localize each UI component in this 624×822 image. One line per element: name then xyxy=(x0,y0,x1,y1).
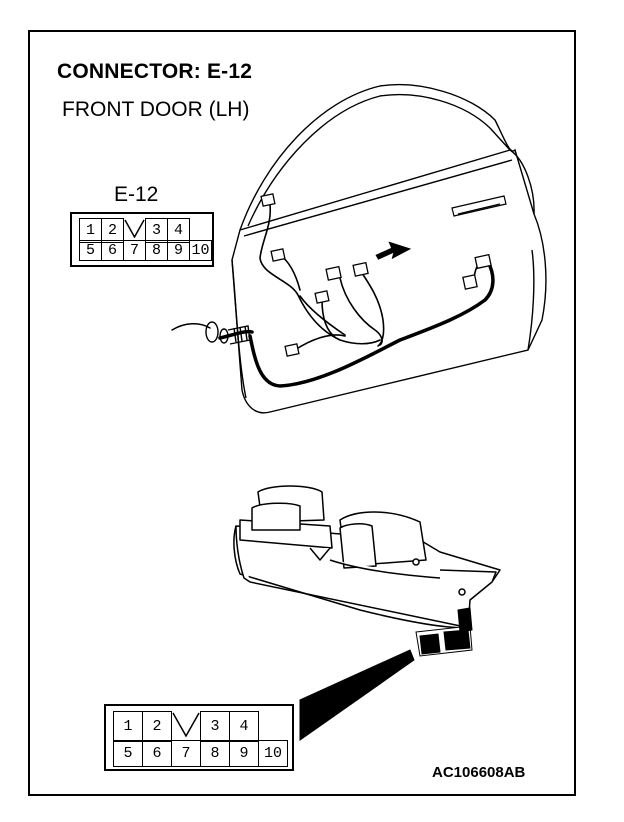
location-subtitle: FRONT DOOR (LH) xyxy=(62,98,250,121)
diagram-frame xyxy=(28,30,576,796)
pin-cell: 2 xyxy=(142,711,172,742)
small-connector-pinout: 1 2 3 4 xyxy=(79,218,190,243)
pin-cell: 7 xyxy=(123,240,146,261)
pin-cell: 3 xyxy=(145,218,168,243)
switch-connector-socket xyxy=(415,607,473,657)
connector-title: CONNECTOR: E-12 xyxy=(57,60,253,83)
pin-cell: 10 xyxy=(258,740,288,767)
large-connector-pinout-bottom: 5 6 7 8 9 10 xyxy=(113,740,288,767)
pin-cell: 6 xyxy=(101,240,124,261)
pin-cell: 1 xyxy=(79,218,102,243)
large-connector-housing xyxy=(104,704,294,771)
pin-cell: 2 xyxy=(101,218,124,243)
pin-cell: 6 xyxy=(142,740,172,767)
door-handle-recess xyxy=(451,195,507,217)
pin-cell: 4 xyxy=(167,218,190,243)
connector-key xyxy=(124,219,146,243)
reference-code: AC106608AB xyxy=(432,764,526,781)
front-door-outline xyxy=(231,83,547,414)
large-connector-pinout: 1 2 3 4 xyxy=(113,711,259,742)
small-connector-label: E-12 xyxy=(114,183,159,206)
leader-wedge xyxy=(299,649,415,741)
pointer-arrow xyxy=(375,241,412,260)
pin-cell: 9 xyxy=(167,240,190,261)
key-notch-icon xyxy=(172,712,200,738)
pin-cell: 5 xyxy=(113,740,143,767)
pin-cell: 4 xyxy=(229,711,259,742)
harness-grommet xyxy=(205,321,251,345)
small-connector-pinout-bottom: 5 6 7 8 9 10 xyxy=(79,240,212,261)
wire-harness xyxy=(171,204,495,388)
pin-cell: 10 xyxy=(189,240,212,261)
small-connector-housing xyxy=(70,212,214,267)
pin-cell: 3 xyxy=(200,711,230,742)
pin-cell: 8 xyxy=(145,240,168,261)
key-notch-icon xyxy=(124,219,145,239)
connector-key xyxy=(172,712,201,742)
pin-cell: 8 xyxy=(200,740,230,767)
pin-cell: 5 xyxy=(79,240,102,261)
harness-connectors xyxy=(260,193,492,357)
power-window-switch xyxy=(233,485,501,629)
pin-cell: 9 xyxy=(229,740,259,767)
pin-cell: 1 xyxy=(113,711,143,742)
pin-cell: 7 xyxy=(171,740,201,767)
